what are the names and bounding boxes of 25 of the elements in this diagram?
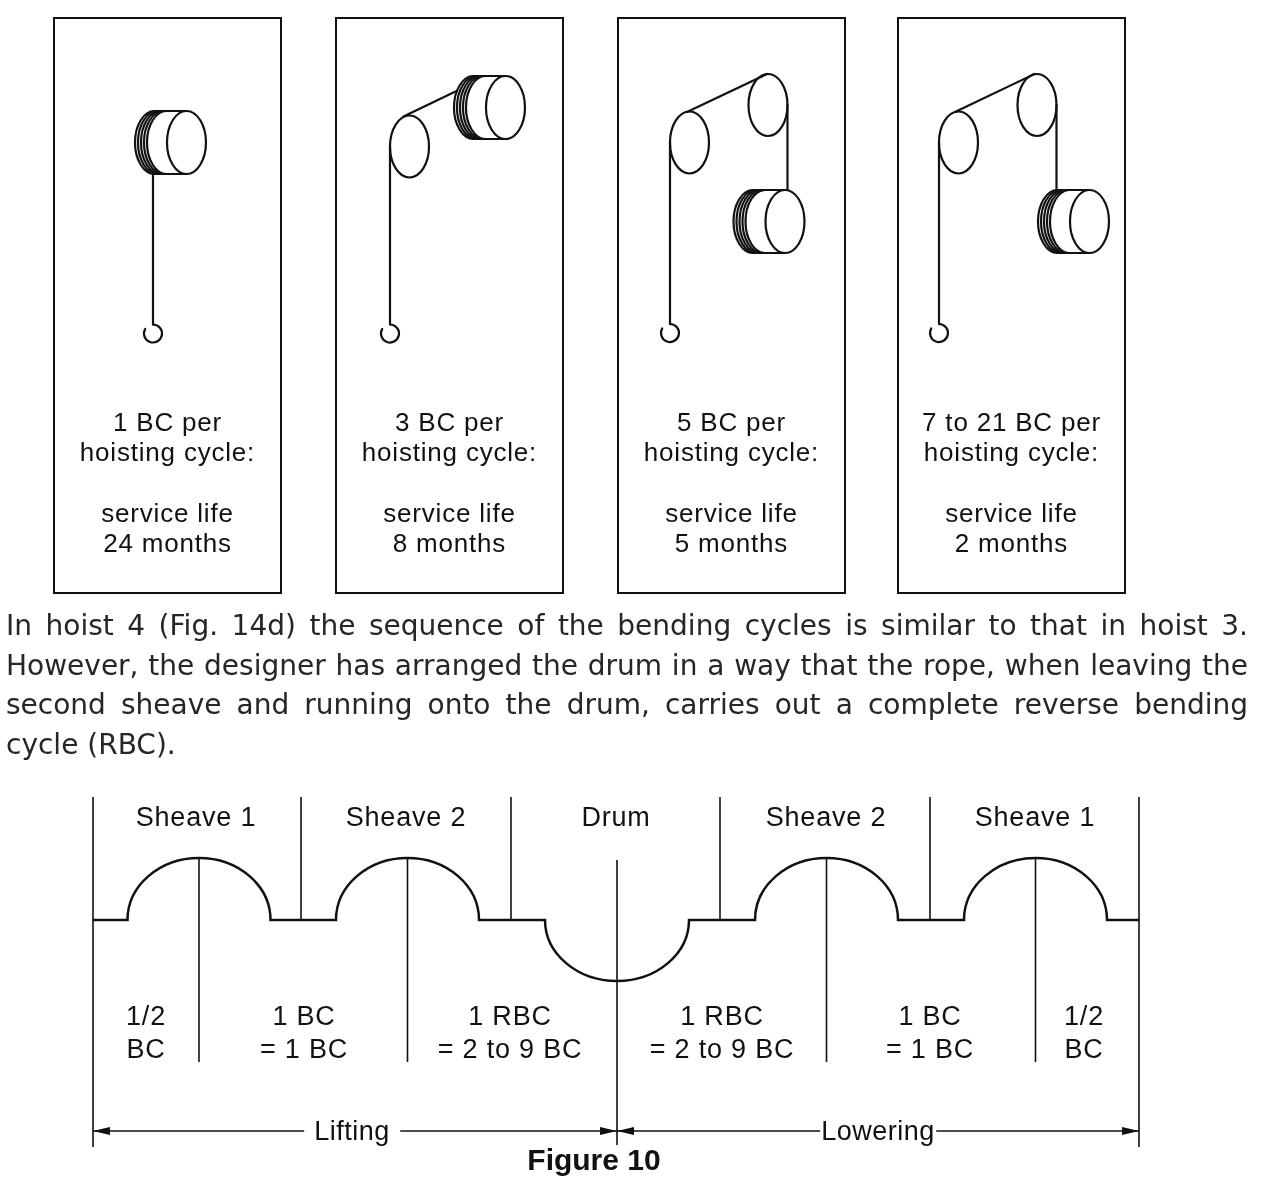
figure-panel (335, 17, 564, 594)
figure-panel (897, 17, 1126, 594)
bend-count-label: 1 RBC = 2 to 9 BC (649, 1000, 795, 1066)
bend-count-label: 1 BC = 1 BC (259, 1000, 349, 1066)
bend-count-label: 1/2 BC (1064, 1000, 1104, 1066)
service-life-text: service life 8 months (383, 498, 516, 558)
service-life-text: service life 5 months (665, 498, 798, 558)
service-life-text: service life 2 months (945, 498, 1078, 558)
section-label: Drum (581, 801, 651, 833)
bend-count-text: 7 to 21 BC per hoisting cycle: (922, 407, 1101, 467)
figure-caption: Figure 10 (527, 1145, 661, 1175)
section-label: Sheave 1 (974, 801, 1096, 833)
section-label: Sheave 2 (345, 801, 467, 833)
bend-count-text: 1 BC per hoisting cycle: (79, 407, 256, 467)
bend-count-label: 1/2 BC (126, 1000, 166, 1066)
paragraph: In hoist 4 (Fig. 14d) the sequence of the bending cycles is similar to that in hoist 3. However, the designer has arranged the drum in a way that the rope, when leaving the second sheave and running onto the drum, carries out a complete reverse bending cycle (RBC). (6, 608, 1248, 763)
figure-panel (617, 17, 846, 594)
figure-panel (53, 17, 282, 594)
section-label: Sheave 1 (135, 801, 257, 833)
bend-count-text: 3 BC per hoisting cycle: (361, 407, 538, 467)
service-life-text: service life 24 months (101, 498, 234, 558)
section-label: Sheave 2 (765, 801, 887, 833)
bend-count-label: 1 BC = 1 BC (885, 1000, 975, 1066)
bend-count-text: 5 BC per hoisting cycle: (643, 407, 820, 467)
bend-count-label: 1 RBC = 2 to 9 BC (437, 1000, 583, 1066)
